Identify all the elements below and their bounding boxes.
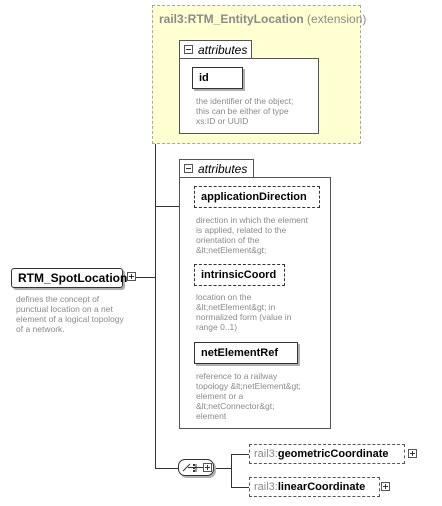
- attribute-application-direction[interactable]: applicationDirection: [194, 186, 320, 208]
- attribute-net-element-ref-description: reference to a railway topology &lt;netE…: [196, 371, 301, 421]
- extension-title: rail3:RTM_EntityLocation (extension): [159, 12, 366, 26]
- geometric-coordinate-expand-icon[interactable]: [408, 449, 417, 458]
- child-element-linear-coordinate[interactable]: rail3:linearCoordinate: [249, 477, 380, 497]
- connector-sequence-fork: [231, 454, 232, 488]
- connector-vertical-trunk: [155, 88, 156, 469]
- own-attributes-tab[interactable]: attributes: [179, 159, 254, 178]
- extension-attributes-tab[interactable]: attributes: [179, 40, 252, 59]
- extension-type-name[interactable]: rail3:RTM_EntityLocation: [159, 12, 304, 26]
- attribute-intrinsic-coord-description: location on the &lt;netElement&gt; in no…: [196, 292, 292, 332]
- connector-to-own-attrs: [155, 206, 179, 207]
- extension-qualifier: (extension): [307, 12, 367, 26]
- root-element-rtm-spotlocation[interactable]: RTM_SpotLocation: [11, 268, 127, 288]
- extension-attributes-label: attributes: [198, 43, 248, 57]
- connector-to-sequence: [155, 468, 179, 469]
- connector-root-right: [136, 277, 156, 278]
- own-attributes-frame: [179, 177, 331, 429]
- sequence-compositor[interactable]: [178, 459, 214, 476]
- attribute-id-description: the identifier of the object; this can b…: [196, 96, 294, 126]
- connector-sequence-right: [214, 468, 231, 469]
- attribute-id-label: id: [199, 72, 209, 84]
- attribute-net-element-ref[interactable]: netElementRef: [194, 342, 298, 364]
- linear-coordinate-expand-icon[interactable]: [381, 482, 390, 491]
- root-element-label: RTM_SpotLocation: [18, 271, 128, 285]
- connector-to-linear: [231, 487, 249, 488]
- linear-coordinate-prefix: rail3:: [254, 481, 278, 493]
- root-collapse-icon[interactable]: [127, 272, 136, 281]
- connector-to-geometric: [231, 454, 249, 455]
- own-attributes-label: attributes: [198, 162, 248, 176]
- attribute-application-direction-description: direction in which the element is applie…: [196, 215, 308, 255]
- child-element-geometric-coordinate[interactable]: rail3:geometricCoordinate: [249, 444, 405, 464]
- attribute-intrinsic-coord-label: intrinsicCoord: [201, 269, 277, 281]
- collapse-icon[interactable]: [184, 45, 193, 54]
- attribute-net-element-ref-label: netElementRef: [201, 347, 279, 359]
- linear-coordinate-name: linearCoordinate: [277, 481, 366, 493]
- collapse-icon[interactable]: [184, 164, 193, 173]
- root-element-description: defines the concept of punctual location…: [16, 294, 124, 334]
- sequence-expand-icon[interactable]: [203, 463, 212, 472]
- geometric-coordinate-prefix: rail3:: [254, 448, 278, 460]
- geometric-coordinate-name: geometricCoordinate: [277, 448, 389, 460]
- attribute-intrinsic-coord[interactable]: intrinsicCoord: [194, 264, 285, 286]
- attribute-application-direction-label: applicationDirection: [201, 191, 307, 203]
- attribute-id[interactable]: id: [192, 67, 243, 89]
